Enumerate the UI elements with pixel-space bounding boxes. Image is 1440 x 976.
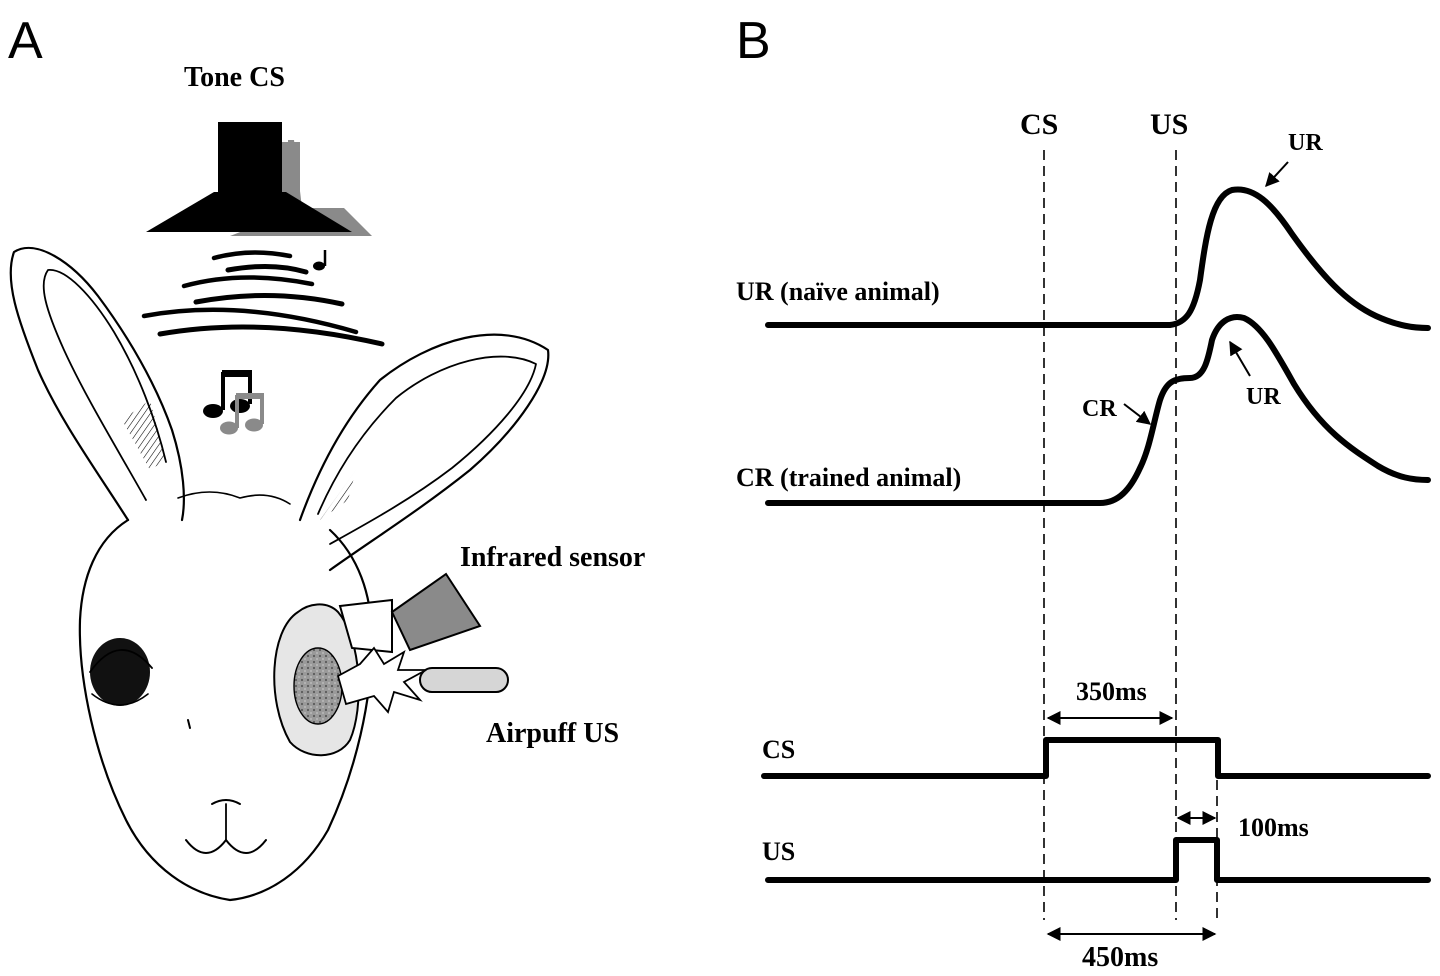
ur-naive-trace <box>765 186 1431 331</box>
ur-top-arrow <box>1265 161 1289 188</box>
interval-100-label: 100ms <box>1238 813 1309 842</box>
rabbit-head <box>9 246 550 902</box>
interval-350-label: 350ms <box>1076 677 1147 706</box>
airpuff-us-label: Airpuff US <box>486 718 619 749</box>
music-note-icon <box>203 250 327 435</box>
sound-waves-icon <box>141 250 385 347</box>
eye-sensor-assembly <box>273 572 509 757</box>
panel-b: B CS US UR (naïve animal) UR CR (trained… <box>736 12 1431 973</box>
tone-cs-label: Tone CS <box>184 62 285 93</box>
ur-small-label: UR <box>1246 384 1281 410</box>
ur-naive-label: UR (naïve animal) <box>736 277 940 306</box>
speaker-icon <box>146 122 372 236</box>
panel-b-letter: B <box>736 12 771 70</box>
cs-stimulus-trace <box>761 737 1431 779</box>
us-marker-label: US <box>1150 108 1188 141</box>
cr-small-arrow <box>1123 403 1152 425</box>
cr-trained-trace <box>765 314 1431 506</box>
rabbit-eye-right <box>293 647 343 725</box>
ur-small-arrow <box>1229 340 1251 377</box>
cs-trace-label: CS <box>762 735 795 764</box>
ur-top-label: UR <box>1288 130 1323 156</box>
rabbit-eye-left <box>90 638 150 706</box>
infrared-sensor-label: Infrared sensor <box>460 542 645 573</box>
panel-a-letter: A <box>8 12 43 70</box>
panel-a: A Tone CS <box>8 12 645 902</box>
cr-trained-label: CR (trained animal) <box>736 463 961 492</box>
interval-450-label: 450ms <box>1082 942 1158 973</box>
cr-small-label: CR <box>1082 396 1117 422</box>
airpuff-tube-icon <box>419 667 509 693</box>
airpuff-burst-icon <box>336 646 427 714</box>
us-trace-label: US <box>762 837 795 866</box>
us-stimulus-trace <box>765 837 1431 883</box>
cs-marker-label: CS <box>1020 108 1058 141</box>
infrared-sensor-icon <box>390 572 482 652</box>
